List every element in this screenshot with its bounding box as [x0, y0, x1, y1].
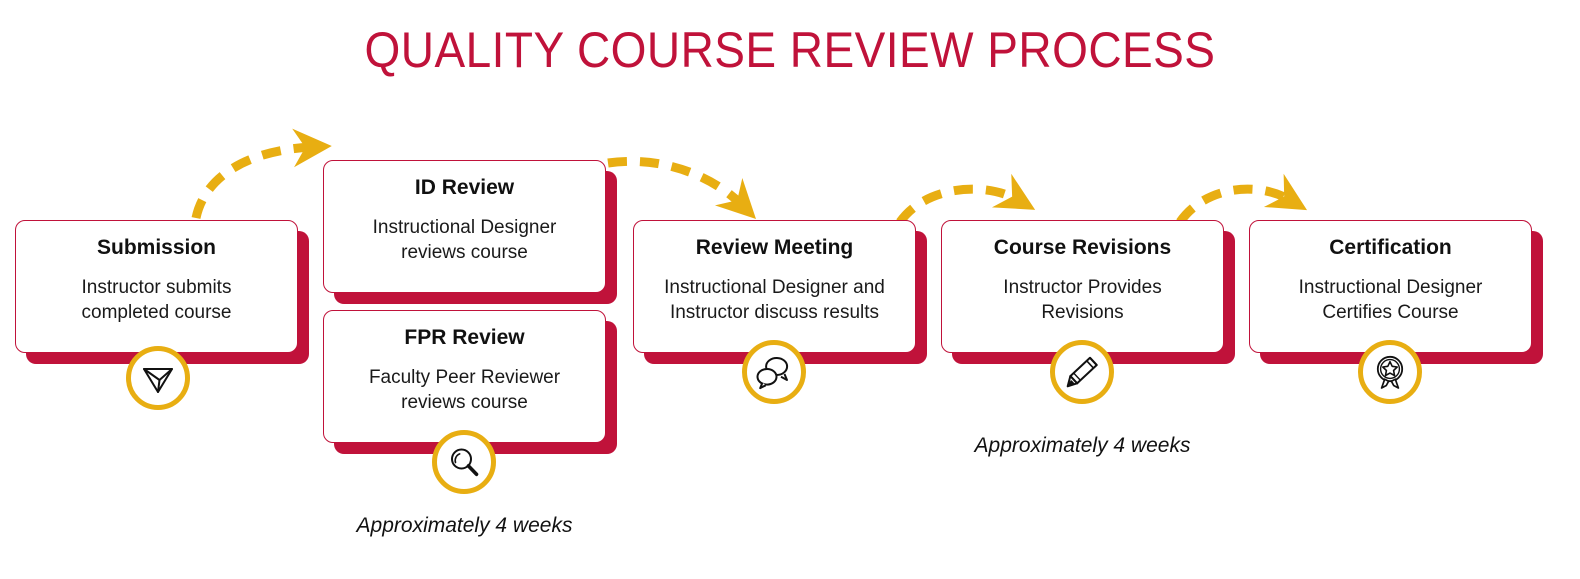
- step-card-submission[interactable]: Submission Instructor submits completed …: [15, 220, 309, 364]
- card-description-line2: reviews course: [401, 392, 528, 413]
- card-description-line2: Certifies Course: [1322, 302, 1459, 323]
- card-description: Instructor Provides Revisions: [1003, 275, 1161, 325]
- card-face: Certification Instructional Designer Cer…: [1249, 220, 1532, 353]
- card-heading: ID Review: [414, 176, 515, 199]
- pencil-icon: [1050, 340, 1114, 404]
- step-card-id-review[interactable]: ID Review Instructional Designer reviews…: [323, 160, 617, 304]
- arrow-review-meeting-to-course-revisions: [896, 173, 1036, 225]
- step-card-certification[interactable]: Certification Instructional Designer Cer…: [1249, 220, 1543, 364]
- card-heading: Certification: [1329, 236, 1452, 259]
- arrow-course-revisions-to-certification: [1176, 173, 1308, 225]
- paper-plane-icon: [126, 346, 190, 410]
- step-card-review-meeting[interactable]: Review Meeting Instructional Designer an…: [633, 220, 927, 364]
- arrow-submission-to-id-review: [191, 128, 332, 220]
- card-description: Instructional Designer and Instructor di…: [664, 275, 885, 325]
- card-description-line1: Instructor Provides: [1003, 277, 1162, 298]
- arrow-id-review-to-review-meeting: [607, 156, 757, 219]
- card-description: Instructional Designer reviews course: [373, 215, 557, 265]
- card-face: Review Meeting Instructional Designer an…: [633, 220, 916, 353]
- card-description-line1: Instructional Designer: [1298, 277, 1483, 298]
- card-description-line2: completed course: [81, 302, 232, 323]
- card-description-line2: reviews course: [401, 242, 528, 263]
- card-description-line2: Revisions: [1041, 302, 1124, 323]
- card-face: FPR Review Faculty Peer Reviewer reviews…: [323, 310, 606, 443]
- card-description-line1: Faculty Peer Reviewer: [368, 367, 561, 388]
- step-card-course-revisions[interactable]: Course Revisions Instructor Provides Rev…: [941, 220, 1235, 364]
- card-heading: Submission: [96, 236, 217, 259]
- caption-revisions-duration: Approximately 4 weeks: [974, 434, 1191, 457]
- page-title: QUALITY COURSE REVIEW PROCESS: [364, 22, 1216, 78]
- card-description-line1: Instructor submits: [81, 277, 232, 298]
- card-face: Course Revisions Instructor Provides Rev…: [941, 220, 1224, 353]
- card-face: ID Review Instructional Designer reviews…: [323, 160, 606, 293]
- magnifier-icon: [432, 430, 496, 494]
- award-ribbon-icon: [1358, 340, 1422, 404]
- card-heading: FPR Review: [404, 326, 525, 349]
- card-heading: Course Revisions: [993, 236, 1172, 259]
- card-description-line1: Instructional Designer: [372, 217, 557, 238]
- caption-review-duration: Approximately 4 weeks: [356, 514, 573, 537]
- card-heading: Review Meeting: [695, 236, 854, 259]
- card-description: Instructor submits completed course: [82, 275, 232, 325]
- card-face: Submission Instructor submits completed …: [15, 220, 298, 353]
- card-description-line2: Instructor discuss results: [669, 302, 880, 323]
- card-description: Faculty Peer Reviewer reviews course: [369, 365, 560, 415]
- card-description-line1: Instructional Designer and: [664, 277, 885, 298]
- speech-bubbles-icon: [742, 340, 806, 404]
- card-description: Instructional Designer Certifies Course: [1299, 275, 1483, 325]
- step-card-fpr-review[interactable]: FPR Review Faculty Peer Reviewer reviews…: [323, 310, 617, 454]
